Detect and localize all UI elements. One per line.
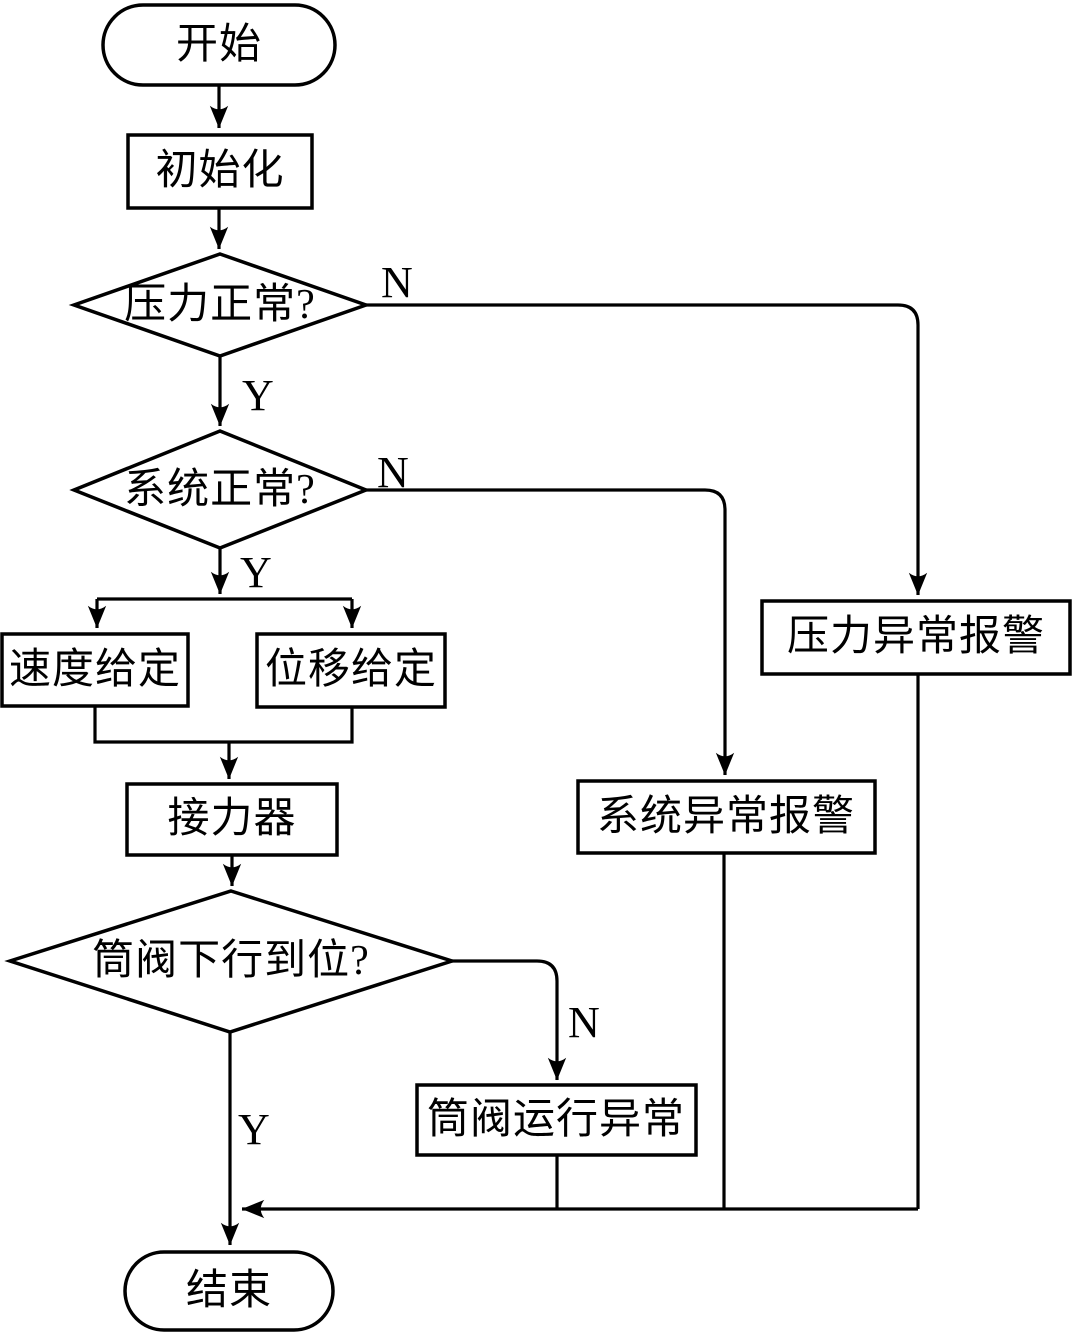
connector-valve-n [452,959,567,1081]
pressure-alarm-label: 压力异常报警 [787,614,1045,660]
system-decision-shape [69,429,371,550]
speed-setpoint-shape [0,632,190,708]
init-label: 初始化 [155,148,284,194]
node-valve-abnormal: 筒阀运行异常 [415,1083,698,1157]
pressure-y-label: Y [242,371,274,420]
connector-pressure-n [366,303,928,596]
node-speed-setpoint: 速度给定 [0,632,190,708]
node-displacement-setpoint: 位移给定 [255,632,447,709]
end-terminator-shape [123,1250,335,1332]
node-end: 结束 [123,1250,335,1332]
node-servo: 接力器 [125,782,339,857]
valve-abnormal-label: 筒阀运行异常 [427,1097,685,1143]
node-valve-decision: 筒阀下行到位? [4,889,458,1034]
speed-setpoint-label: 速度给定 [9,646,181,693]
pressure-n-label: N [381,258,413,307]
start-label: 开始 [176,22,262,68]
system-n-label: N [377,448,409,497]
end-label: 结束 [186,1268,272,1314]
node-system-decision: 系统正常? [69,429,371,550]
pressure-decision-shape [68,252,372,358]
node-pressure-decision: 压力正常? [68,252,372,358]
pressure-decision-label: 压力正常? [124,282,316,328]
system-alarm-label: 系统异常报警 [597,794,855,840]
displacement-setpoint-label: 位移给定 [265,646,437,693]
valve-decision-shape [4,889,458,1034]
displacement-setpoint-shape [255,632,447,709]
start-terminator-shape [101,3,337,87]
system-alarm-shape [576,779,877,855]
node-system-alarm: 系统异常报警 [576,779,877,855]
node-init: 初始化 [126,133,314,210]
servo-process-shape [125,782,339,857]
pressure-alarm-shape [760,599,1072,676]
valve-abnormal-shape [415,1083,698,1157]
system-y-label: Y [240,548,272,597]
connector-merge-bar [93,706,354,744]
valve-decision-label: 筒阀下行到位? [92,937,370,984]
valve-y-label: Y [238,1105,270,1154]
system-decision-label: 系统正常? [124,467,316,513]
init-process-shape [126,133,314,210]
node-pressure-alarm: 压力异常报警 [760,599,1072,676]
servo-label: 接力器 [167,796,296,842]
node-start: 开始 [101,3,337,87]
valve-n-label: N [568,998,600,1047]
connector-system-n [366,488,735,776]
